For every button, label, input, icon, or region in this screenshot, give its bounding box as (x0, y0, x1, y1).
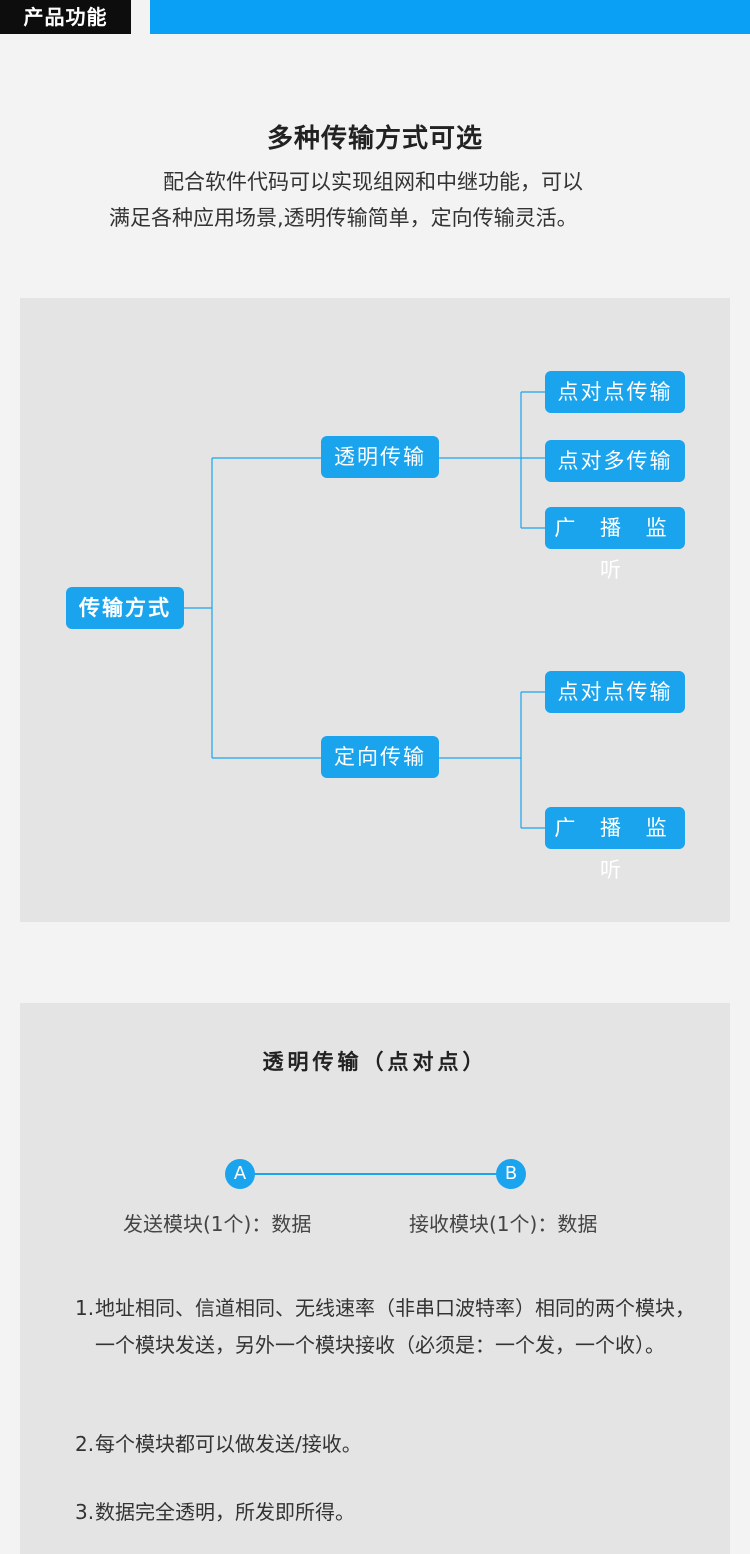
note-number: 3. (75, 1500, 95, 1524)
node-directional: 定向传输 (321, 736, 439, 778)
note-number: 1. (75, 1296, 95, 1320)
node-root: 传输方式 (66, 587, 184, 629)
intro-line-2: 满足各种应用场景,透明传输简单，定向传输灵活。 (109, 206, 578, 230)
receiver-label: 接收模块(1个)：数据 (409, 1212, 598, 1236)
header-bar (150, 0, 750, 34)
note-item: 1. 地址相同、信道相同、无线速率（非串口波特率）相同的两个模块，一个模块发送，… (75, 1290, 695, 1364)
note-text: 数据完全透明，所发即所得。 (95, 1500, 355, 1524)
node-transparent-p2p: 点对点传输 (545, 371, 685, 413)
ab-link-line (254, 1173, 497, 1175)
node-a-badge: A (225, 1159, 255, 1189)
page-title: 多种传输方式可选 (266, 124, 483, 154)
note-item: 2. 每个模块都可以做发送/接收。 (75, 1426, 695, 1463)
sender-label: 发送模块(1个)：数据 (123, 1212, 312, 1236)
section-label: 产品功能 (0, 0, 131, 34)
note-text: 地址相同、信道相同、无线速率（非串口波特率）相同的两个模块，一个模块发送，另外一… (95, 1296, 695, 1357)
node-transparent: 透明传输 (321, 436, 439, 478)
node-transparent-p2mp: 点对多传输 (545, 440, 685, 482)
note-item: 3. 数据完全透明，所发即所得。 (75, 1494, 695, 1531)
node-directional-broadcast: 广 播 监 听 (545, 807, 685, 882)
note-number: 2. (75, 1432, 95, 1456)
p2p-title: 透明传输（点对点） (262, 1050, 488, 1074)
node-directional-p2p: 点对点传输 (545, 671, 685, 713)
p2p-panel (20, 1003, 730, 1554)
note-text: 每个模块都可以做发送/接收。 (95, 1432, 362, 1456)
node-b-badge: B (496, 1159, 526, 1189)
node-transparent-broadcast: 广 播 监 听 (545, 507, 685, 582)
intro-line-1: 配合软件代码可以实现组网和中继功能，可以 (163, 170, 583, 194)
intro-paragraph: 配合软件代码可以实现组网和中继功能，可以 满足各种应用场景,透明传输简单，定向传… (80, 164, 670, 236)
